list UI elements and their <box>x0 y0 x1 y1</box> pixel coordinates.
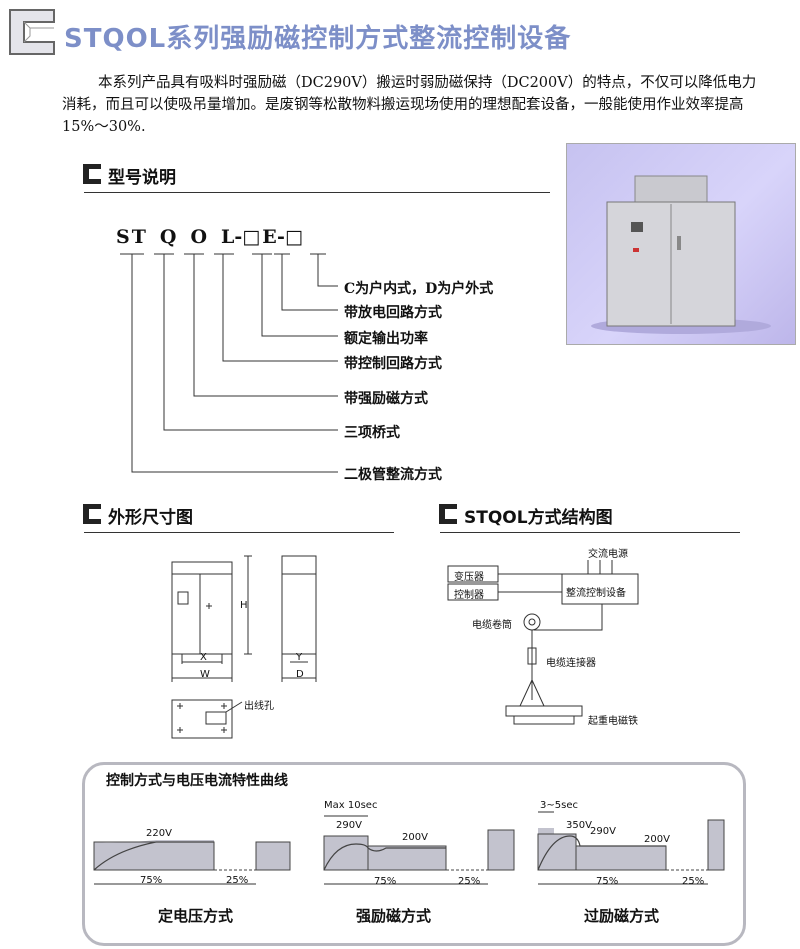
curve1-v1: 220V <box>146 828 172 839</box>
curve-strong-excitation <box>323 815 515 885</box>
section-bracket-icon <box>83 164 101 184</box>
section-rule <box>84 192 550 193</box>
code-char: □ <box>242 226 261 248</box>
curve3-name: 过励磁方式 <box>584 907 660 925</box>
model-label: 额定输出功率 <box>344 331 428 347</box>
dim-label-hole: 出线孔 <box>244 701 274 712</box>
code-char: O <box>190 226 207 248</box>
curve3-v0: 350V <box>566 820 592 831</box>
struct-rectifier: 整流控制设备 <box>566 588 626 599</box>
intro-paragraph: 本系列产品具有吸料时强励磁（DC290V）搬运时弱励磁保持（DC200V）的特点… <box>62 75 757 135</box>
struct-transformer: 变压器 <box>454 572 484 583</box>
section-bracket-icon <box>83 504 101 524</box>
curve3-top: 3~5sec <box>540 800 578 811</box>
section-title-dimensions: 外形尺寸图 <box>108 508 193 528</box>
model-label: 带放电回路方式 <box>344 305 442 321</box>
header-bracket-icon <box>9 9 55 55</box>
page-title: STQOL系列强励磁控制方式整流控制设备 <box>64 24 572 54</box>
dim-label-d: D <box>296 669 304 680</box>
struct-controller: 控制器 <box>454 590 484 601</box>
struct-ac-source: 交流电源 <box>588 549 628 560</box>
curve2-p2: 25% <box>458 876 481 887</box>
code-char: L <box>221 226 235 248</box>
section-bracket-icon <box>439 504 457 524</box>
code-char: T <box>131 226 146 248</box>
curve1-p1: 75% <box>140 875 163 886</box>
curve1-name: 定电压方式 <box>158 907 234 925</box>
curve2-top: Max 10sec <box>324 800 378 811</box>
model-label: 带强励磁方式 <box>344 391 428 407</box>
curve3-p1: 75% <box>596 876 619 887</box>
curve2-v1: 290V <box>336 820 362 831</box>
struct-magnet: 起重电磁铁 <box>588 716 638 727</box>
model-label: 带控制回路方式 <box>344 356 442 372</box>
curve3-v2: 200V <box>644 834 670 845</box>
dim-label-h: H <box>240 600 248 611</box>
curve3-v1: 290V <box>590 826 616 837</box>
curve-constant-voltage <box>93 840 291 885</box>
struct-cable-drum: 电缆卷筒 <box>472 620 512 631</box>
code-char: - <box>234 226 243 248</box>
model-label: 二极管整流方式 <box>344 467 442 483</box>
curve2-p1: 75% <box>374 876 397 887</box>
model-label: 三项桥式 <box>344 425 400 441</box>
dimension-drawing <box>171 555 317 739</box>
curves-title: 控制方式与电压电流特性曲线 <box>106 773 288 789</box>
curve1-p2: 25% <box>226 875 249 886</box>
code-char: E <box>262 226 278 248</box>
struct-connector: 电缆连接器 <box>546 658 596 669</box>
code-char: □ <box>284 226 303 248</box>
curve-over-excitation <box>537 811 725 885</box>
product-photo <box>566 143 796 345</box>
dim-label-y: Y <box>296 652 303 663</box>
section-title-structure: STQOL方式结构图 <box>464 508 613 528</box>
code-char: Q <box>159 226 177 248</box>
model-label: C为户内式，D为户外式 <box>344 281 494 297</box>
code-char: S <box>116 226 130 248</box>
section-rule <box>440 532 740 533</box>
curve2-name: 强励磁方式 <box>356 907 432 925</box>
dim-label-x: X <box>200 652 207 663</box>
curve2-v2: 200V <box>402 832 428 843</box>
dim-label-w: W <box>200 669 210 680</box>
cabinet-image <box>591 175 771 334</box>
structure-diagram <box>447 560 639 725</box>
section-title-model: 型号说明 <box>108 168 176 188</box>
code-char: - <box>277 226 285 248</box>
section-rule <box>84 532 394 533</box>
curve3-p2: 25% <box>682 876 705 887</box>
model-leader-lines <box>120 253 338 473</box>
